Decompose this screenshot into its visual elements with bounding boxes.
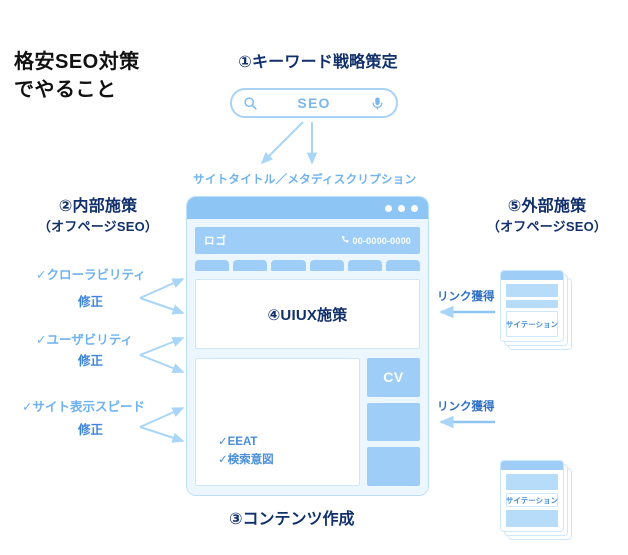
citation-box-1: サイテーション xyxy=(506,311,558,337)
check-site-speed: ✓サイト表示スピード xyxy=(22,400,145,414)
heading-keyword-strategy-label: ①キーワード戦略策定 xyxy=(238,54,398,71)
cv-button[interactable]: CV xyxy=(367,358,420,397)
card-sheet-front: サイテーション xyxy=(500,270,564,342)
link-acquire-label-2: リンク獲得 xyxy=(437,401,495,413)
card-block-2 xyxy=(506,510,558,527)
link-acquire-label-1: リンク獲得 xyxy=(437,291,495,303)
arrow-fix-crawlability xyxy=(139,278,185,315)
citation-label-1: サイテーション xyxy=(505,319,559,329)
card-block-1 xyxy=(506,474,558,490)
card-header-bar xyxy=(501,271,563,280)
heading-external-seo-label: ⑤外部施策 xyxy=(507,198,587,215)
window-dot-icon xyxy=(398,204,405,212)
nav-item[interactable] xyxy=(309,260,344,271)
phone-icon xyxy=(341,235,350,246)
card-header-bar xyxy=(501,461,563,470)
search-bar[interactable]: SEO xyxy=(230,88,398,118)
nav-item[interactable] xyxy=(385,260,421,271)
hero-heading: ④UIUX施策 xyxy=(267,306,348,324)
cv-button-label: CV xyxy=(383,369,404,386)
heading-internal-seo-label: ②内部施策 xyxy=(58,198,138,215)
nav-item[interactable] xyxy=(347,260,382,271)
heading-content-creation: ③コンテンツ作成 xyxy=(229,511,355,528)
magnifier-icon xyxy=(243,96,258,111)
window-dot-icon xyxy=(411,204,418,212)
site-logo: ロゴ xyxy=(204,235,227,247)
citation-box-2: サイテーション xyxy=(506,493,558,507)
card-block-1 xyxy=(506,284,558,297)
heading-internal-seo-sub: （オフページSEO） xyxy=(37,218,159,234)
arrow-fix-speed xyxy=(139,407,185,443)
card-sheet-front: サイテーション xyxy=(500,460,564,532)
fix-crawlability: 修正 xyxy=(78,295,104,309)
page-title: 格安SEO対策 でやること xyxy=(14,51,140,102)
heading-external-seo: ⑤外部施策 （オフページSEO） xyxy=(472,196,622,235)
site-nav xyxy=(195,260,421,271)
arrow-search-to-meta xyxy=(260,121,318,165)
fix-usability: 修正 xyxy=(78,354,104,368)
website-mockup: ロゴ 00-0000-0000 ④ xyxy=(186,196,429,496)
browser-titlebar xyxy=(187,197,428,219)
nav-item[interactable] xyxy=(195,260,230,271)
hero-section: ④UIUX施策 xyxy=(195,279,420,349)
nav-item[interactable] xyxy=(233,260,268,271)
citation-label-2: サイテーション xyxy=(505,495,559,505)
site-header: ロゴ 00-0000-0000 xyxy=(195,227,420,254)
heading-internal-seo: ②内部施策 （オフページSEO） xyxy=(18,196,178,235)
site-phone: 00-0000-0000 xyxy=(341,235,411,246)
citation-card-1: サイテーション xyxy=(500,270,572,350)
sidebar-banner[interactable] xyxy=(367,402,420,442)
article-check-search-intent: ✓検索意図 xyxy=(218,454,274,467)
heading-keyword-strategy: ①キーワード戦略策定 xyxy=(228,52,408,74)
article-body: ✓EEAT ✓検索意図 xyxy=(195,358,360,486)
article-check-eeat: ✓EEAT xyxy=(218,436,258,449)
citation-card-2: サイテーション xyxy=(500,460,572,540)
content-row: ✓EEAT ✓検索意図 CV xyxy=(195,358,420,487)
check-crawlability: ✓クローラビリティ xyxy=(36,268,146,282)
browser-viewport: ロゴ 00-0000-0000 ④ xyxy=(187,219,428,495)
site-phone-number: 00-0000-0000 xyxy=(352,235,411,246)
check-usability: ✓ユーザビリティ xyxy=(36,333,133,347)
microphone-icon[interactable] xyxy=(370,96,385,111)
arrow-fix-usability xyxy=(139,336,185,374)
window-dot-icon xyxy=(385,204,392,212)
search-input-value[interactable]: SEO xyxy=(297,95,331,111)
sidebar-rail: CV xyxy=(367,358,420,487)
nav-item[interactable] xyxy=(271,260,306,271)
sidebar-banner[interactable] xyxy=(367,447,420,487)
fix-site-speed: 修正 xyxy=(78,423,104,437)
heading-external-seo-sub: （オフページSEO） xyxy=(486,218,608,234)
card-block-2 xyxy=(506,300,558,308)
meta-description-label: サイトタイトル／メタディスクリプション xyxy=(193,174,417,186)
